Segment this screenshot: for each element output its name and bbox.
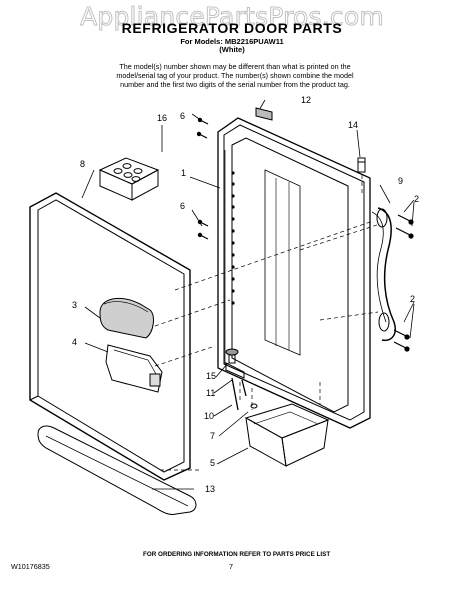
door-liner [217,117,371,429]
door-gasket [29,192,191,481]
cam-pin [231,377,258,411]
callout-3: 3 [72,300,77,310]
callout-11: 11 [206,388,215,398]
document-number: W10176835 [11,562,50,571]
callout-1: 1 [181,168,186,178]
models-line: For Models: MB2216PUAW11 [180,37,284,46]
callout-16: 16 [157,113,167,123]
lower-bin [37,425,197,515]
callout-15: 15 [206,371,216,381]
callout-7: 7 [210,431,215,441]
hinge-cam [225,348,245,379]
callout-14: 14 [348,120,358,130]
callout-6b: 6 [180,201,185,211]
egg-tray [98,157,160,201]
callout-2b: 2 [410,294,415,304]
callout-8: 8 [80,159,85,169]
page-title: REFRIGERATOR DOOR PARTS [121,20,343,36]
callout-4: 4 [72,337,77,347]
callout-12: 12 [301,95,311,105]
door-handle [371,207,396,342]
door-bin [244,403,330,467]
watermark: AppliancePartsPros.com [80,2,385,32]
hinge-pin [357,157,366,173]
label-plate [255,107,273,121]
callout-2a: 2 [414,194,419,204]
model-note: The model(s) number shown may be differe… [116,62,354,89]
color-line: (White) [219,45,245,54]
dairy-bin [105,344,163,393]
callout-10: 10 [204,411,214,421]
callout-9: 9 [398,176,403,186]
ordering-note: FOR ORDERING INFORMATION REFER TO PARTS … [143,551,331,558]
screws [196,117,414,352]
callout-5: 5 [210,458,215,468]
dairy-door [99,297,154,339]
callout-13: 13 [205,484,215,494]
page-number: 7 [229,562,233,571]
leader-lines [81,99,415,490]
callout-6a: 6 [180,111,185,121]
